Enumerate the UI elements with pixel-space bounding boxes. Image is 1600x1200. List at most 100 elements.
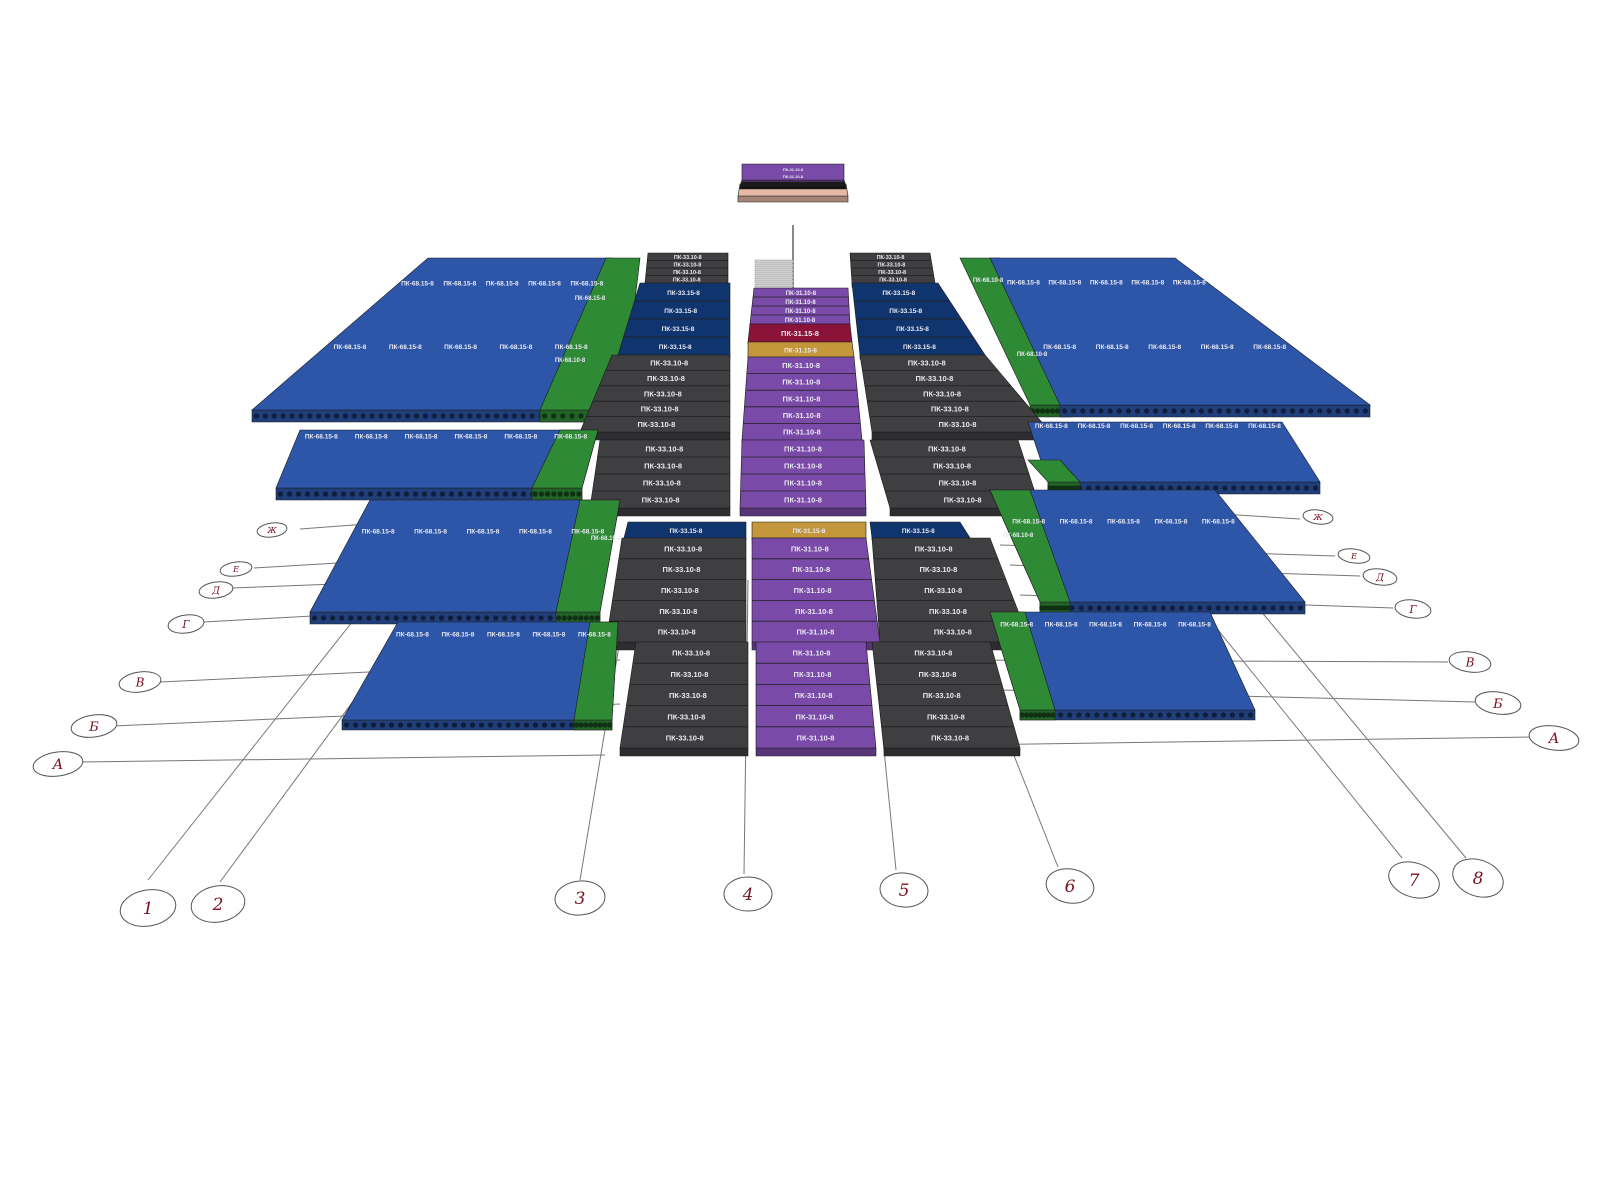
slab-mark-label: ПК-33.10-8: [929, 607, 967, 616]
stair-step: [754, 259, 794, 264]
slab-void: [597, 722, 603, 728]
slab-mark-label: ПК-33.10-8: [673, 278, 701, 284]
slab-void: [1297, 605, 1303, 611]
axis-bubble-outline: [219, 561, 253, 577]
slab-void: [414, 413, 420, 419]
slab-mark-label: ПК-68.15-8: [1173, 280, 1206, 287]
slab-void: [415, 722, 422, 728]
slab-mark-label: ПК-33.10-8: [931, 405, 969, 414]
slab-mark-label: ПК-68.15-8: [1163, 423, 1196, 430]
slab-void: [487, 722, 494, 728]
axis-bubble-outline: [1452, 858, 1504, 898]
slab-mark-label: ПК-31.10-8: [783, 411, 821, 420]
l4-colR-gray: [871, 641, 1021, 757]
slab-void: [469, 722, 476, 728]
slab-mark-label: ПК-68.10-8: [1003, 533, 1034, 539]
slab-mark-label: ПК-68.15-8: [1078, 423, 1111, 430]
slab-void: [1142, 605, 1148, 611]
slab-void: [570, 491, 576, 497]
slab-mark-label: ПК-31.10-8: [783, 394, 821, 403]
slab-edge: [737, 195, 849, 203]
slab-mark-label: ПК-68.15-8: [555, 344, 588, 351]
slab-void: [1289, 408, 1296, 414]
slab-mark-label: ПК-33.10-8: [923, 691, 961, 700]
slab-mark-label: ПК-33.10-8: [658, 628, 696, 637]
slab-mark-label: ПК-68.15-8: [401, 280, 434, 287]
slab-void: [1050, 712, 1056, 718]
slab-mark-label: ПК-33.10-8: [878, 263, 906, 269]
slab-mark-label: ПК-31.10-8: [786, 291, 817, 297]
slab-mark-label: ПК-68.15-8: [355, 434, 388, 441]
slab-void: [556, 615, 562, 621]
stair-step: [754, 283, 794, 288]
slab-void: [348, 615, 354, 621]
slab-mark-label: ПК-33.10-8: [924, 586, 962, 595]
slab-void: [1185, 485, 1192, 491]
l4-left-green: [573, 621, 619, 731]
slab-void: [1124, 605, 1130, 611]
slab-void: [271, 413, 277, 419]
slab-mark-label: ПК-68.15-8: [305, 434, 338, 441]
slab-void: [476, 413, 482, 419]
slab-void: [1039, 605, 1045, 611]
slab-void: [1213, 485, 1219, 491]
slab-mark-label: ПК-33.10-8: [644, 389, 682, 398]
slab-mark-label: ПК-33.10-8: [674, 263, 702, 269]
axis-bubble-right-7: А: [1528, 725, 1580, 751]
axis-bubble-outline: [1337, 548, 1371, 564]
slab-void: [1063, 485, 1069, 491]
slab-void: [458, 413, 464, 419]
slab-void: [588, 722, 594, 728]
slab-void: [1148, 712, 1154, 718]
slab-void: [1326, 408, 1332, 414]
slab-void: [559, 722, 566, 728]
axis-bubble-right-6: Б: [1474, 691, 1522, 715]
slab-mark-label: ПК-68.10-8: [1017, 352, 1048, 358]
axis-bubble-outline: [554, 880, 606, 916]
slab-void: [384, 615, 390, 621]
slab-void: [1188, 605, 1194, 611]
axis-bubble-text: 8: [1473, 869, 1484, 889]
slab-mark-label: ПК-33.10-8: [669, 691, 707, 700]
axis-bubble-text: Б: [1492, 697, 1503, 712]
slab-mark-label: ПК-68.15-8: [1148, 344, 1181, 351]
slab-mark-label: ПК-68.15-8: [554, 434, 587, 441]
slab-void: [1235, 408, 1241, 414]
slab-void: [1231, 485, 1237, 491]
slab-void: [1104, 485, 1110, 491]
slab-void: [475, 615, 481, 621]
slab-void: [1122, 485, 1128, 491]
slab-mark-label: ПК-31.10-8: [783, 174, 804, 179]
l3-right-blue: [989, 489, 1306, 615]
slab-void: [1096, 605, 1102, 611]
slab-mark-label: ПК-33.10-8: [944, 495, 982, 504]
slab-void: [1270, 605, 1276, 611]
slab-void: [1238, 712, 1244, 718]
slab-void: [1050, 605, 1056, 611]
slab-void: [277, 491, 284, 497]
axis-bubble-text: 2: [212, 895, 224, 915]
slab-void: [467, 413, 473, 419]
slab-void: [576, 491, 582, 497]
slab-top: [989, 489, 1071, 603]
slab-void: [1061, 605, 1067, 611]
axis-bubble-text: В: [1465, 655, 1475, 669]
slab-void: [569, 413, 575, 419]
slab-void: [602, 722, 608, 728]
slab-mark-label: ПК-68.15-8: [499, 344, 532, 351]
slab-edge: [871, 431, 1051, 441]
slab-void: [502, 413, 509, 419]
axis-bubble-outline: [1302, 509, 1334, 525]
slab-void: [331, 491, 338, 497]
slab-void: [1139, 712, 1145, 718]
slab-mark-label: ПК-33.10-8: [641, 405, 679, 414]
slab-void: [583, 615, 589, 621]
slab-void: [1089, 408, 1095, 414]
axis-bubble-right-1: Ж: [1302, 509, 1334, 525]
slab-void: [511, 491, 518, 497]
slab-void: [1252, 605, 1258, 611]
axis-bubble-outline: [167, 614, 205, 634]
axis-bubble-text: Е: [1350, 551, 1357, 561]
slab-void: [545, 491, 551, 497]
